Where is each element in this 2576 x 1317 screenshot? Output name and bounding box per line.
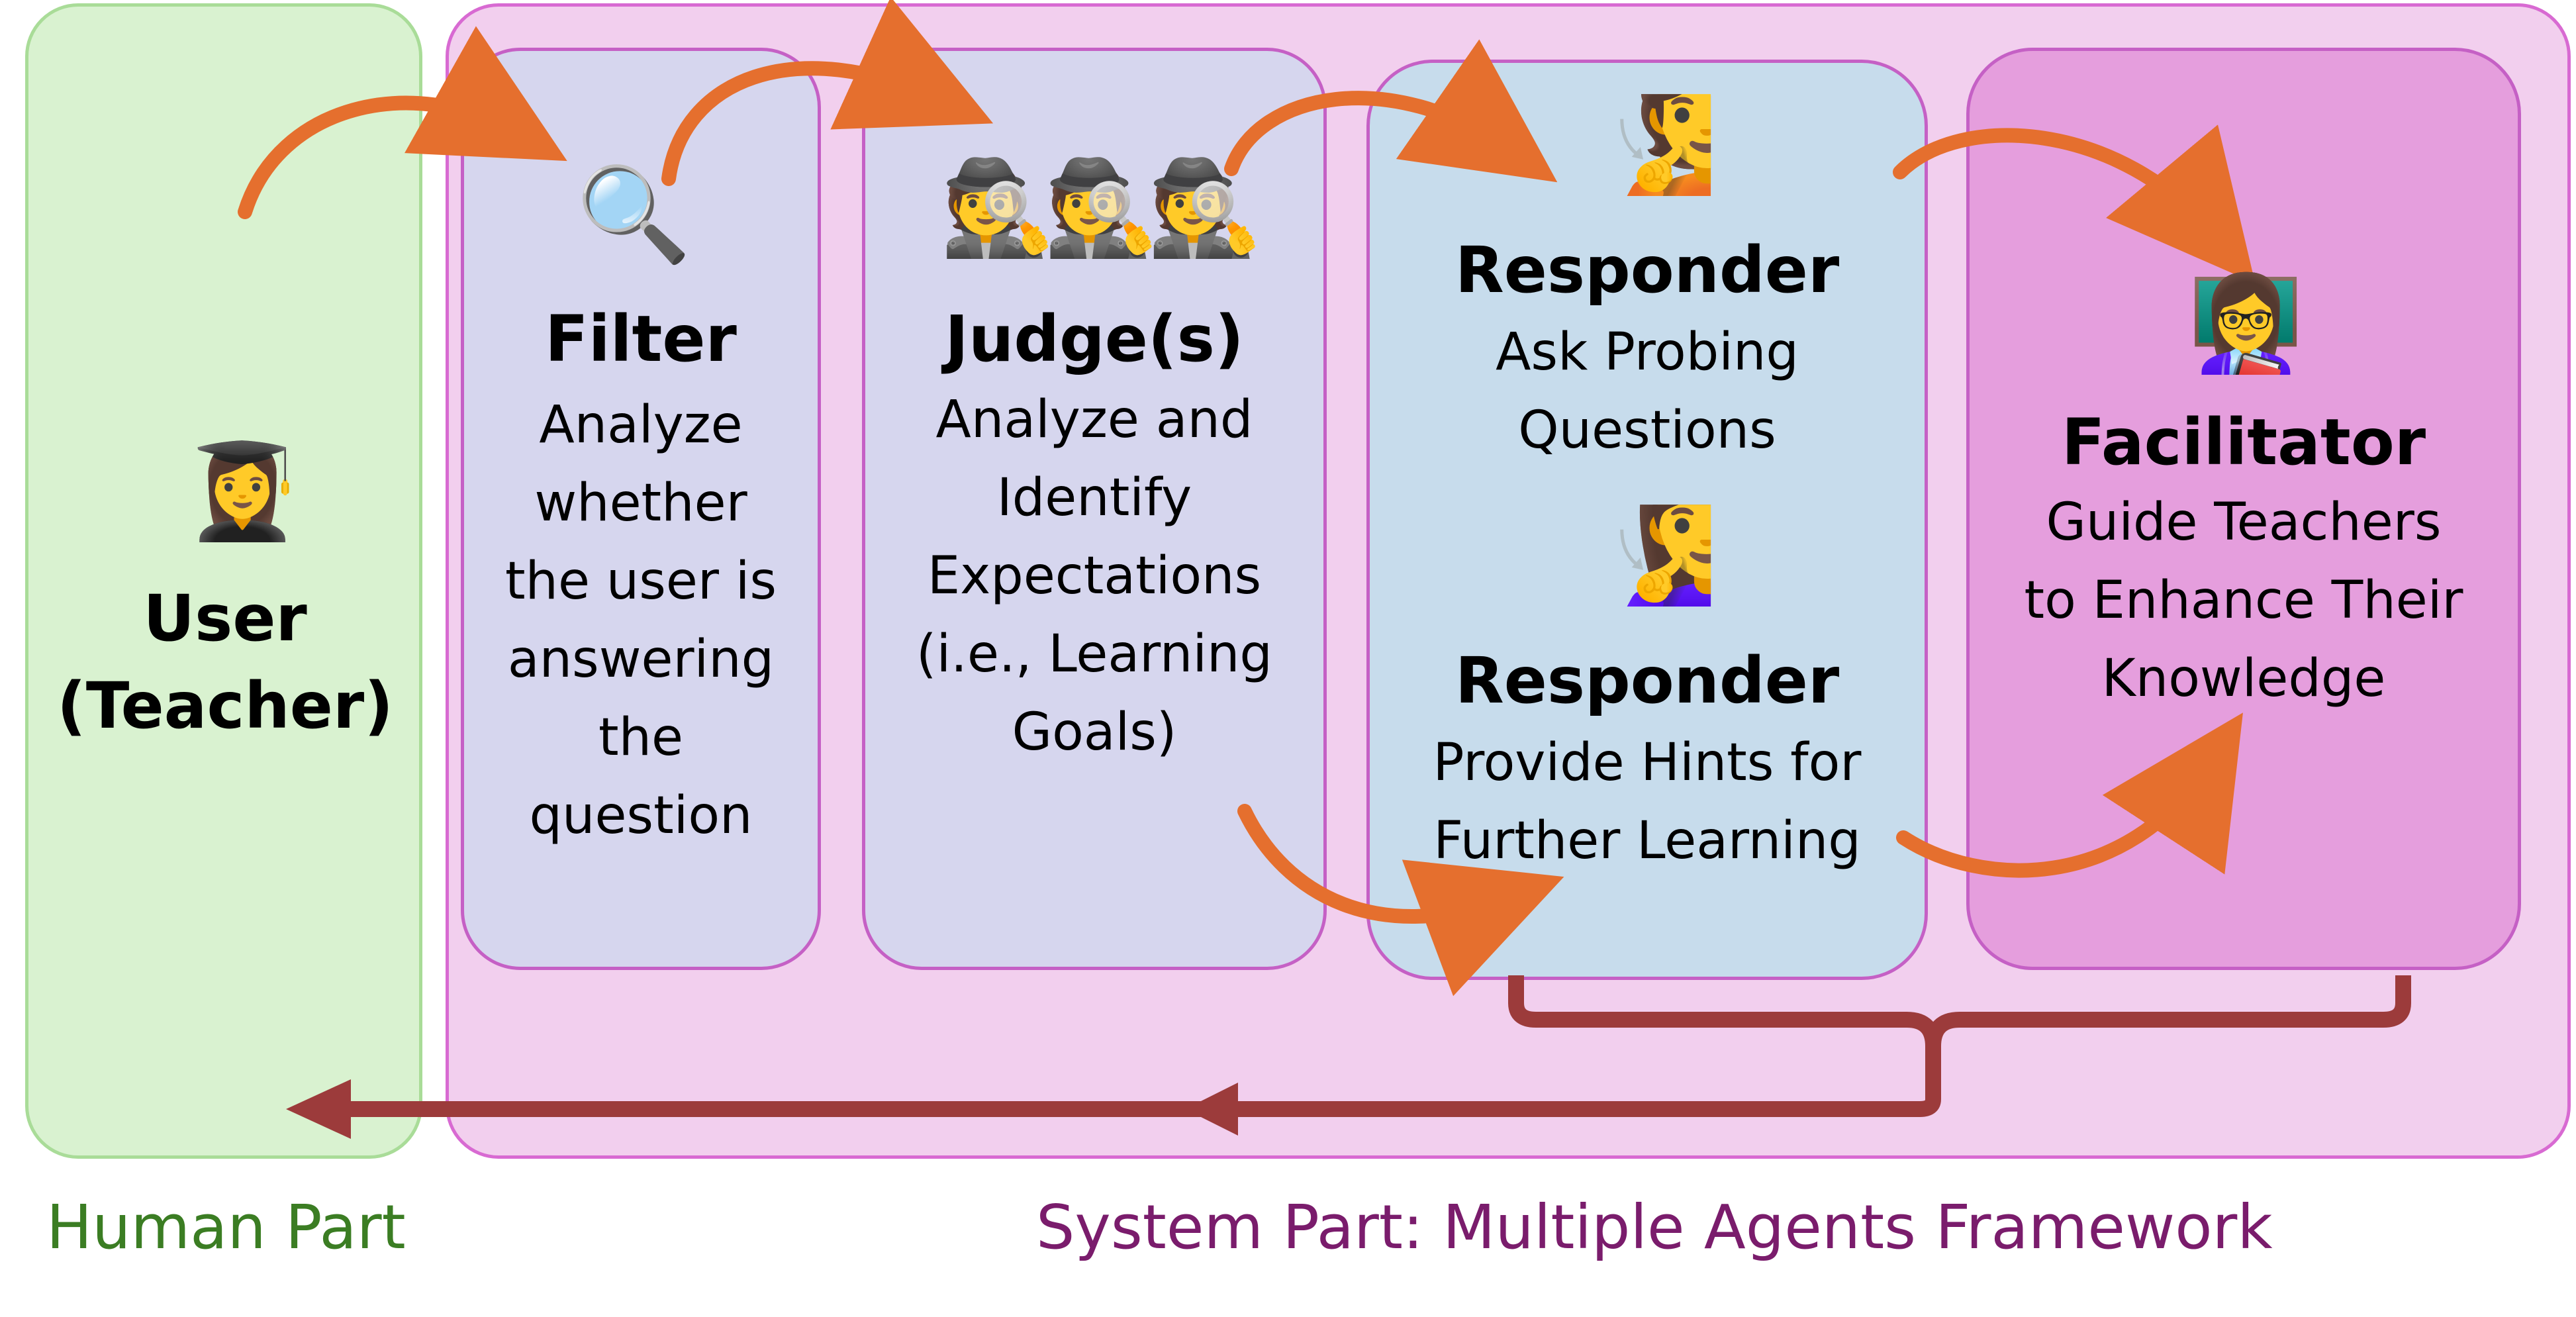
- feedback-brace: [1508, 975, 2411, 1054]
- return-arrowhead-mid: [1185, 1083, 1238, 1136]
- facilitator-description: Guide Teachers to Enhance Their Knowledg…: [2024, 493, 2463, 708]
- filter-box: [461, 48, 821, 970]
- responder-box: [1366, 60, 1928, 980]
- feedback-return-line: [344, 1046, 1941, 1117]
- filter-title: Filter: [545, 302, 737, 376]
- human-part-caption: Human Part: [46, 1192, 406, 1263]
- filter-description: Analyze whether the user is answering th…: [504, 395, 777, 846]
- arrow-filter-to-judge: [661, 0, 994, 186]
- arrow-user-to-filter: [238, 26, 567, 219]
- facilitator-title: Facilitator: [2061, 405, 2426, 479]
- judge-title: Judge(s): [945, 302, 1244, 376]
- detective-icons: 🕵️🕵️🕵️: [940, 154, 1263, 262]
- user-title: User (Teacher): [56, 581, 394, 743]
- responder-probe-title: Responder: [1455, 233, 1840, 307]
- judge-description: Analyze and Identify Expectations (i.e.,…: [916, 390, 1272, 762]
- teacher-student-icon: 👩‍🎓: [185, 438, 301, 546]
- arrow-judge-to-responder-probe: [1224, 39, 1558, 183]
- magnifier-icon: 🔍: [576, 161, 692, 269]
- arrow-responder-hint-to-facilitator: [1896, 712, 2244, 878]
- system-part-caption: System Part: Multiple Agents Framework: [1036, 1192, 2273, 1263]
- arrow-judge-to-responder-hint: [1237, 804, 1564, 997]
- responder-hint-title: Responder: [1455, 644, 1840, 718]
- responder-hint-description: Provide Hints for Further Learning: [1433, 733, 1862, 871]
- teacher-icon: 👩‍🏫: [2188, 270, 2304, 378]
- listening-person-icon-bottom: 🧏‍♀️: [1602, 502, 1718, 610]
- listening-person-icon-top: 🧏: [1602, 91, 1718, 199]
- responder-probe-description: Ask Probing Questions: [1496, 322, 1799, 460]
- return-arrowhead-left: [286, 1079, 351, 1139]
- arrow-responder-to-facilitator: [1893, 124, 2256, 283]
- human-part-panel: [25, 3, 422, 1159]
